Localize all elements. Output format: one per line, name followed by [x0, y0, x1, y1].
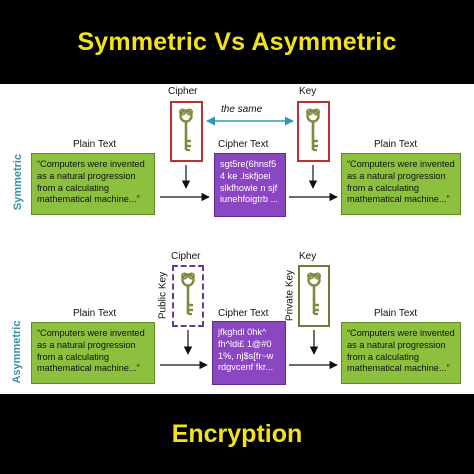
symmetric-plain-text-box-left: “Computers were invented as a natural pr…	[31, 153, 155, 215]
symmetric-cipher-text-box: sgt5re(6hnsf5 4 ke .lskfjoei slkfhowie n…	[214, 153, 286, 217]
asymmetric-key-label: Key	[299, 251, 317, 262]
asymmetric-section-label: Asymmetric	[11, 320, 23, 384]
footer-title: Encryption	[171, 419, 303, 448]
asymmetric-plain-right-label: Plain Text	[374, 308, 418, 319]
asymmetric-plain-text-box-right: “Computers were invented as a natural pr…	[341, 322, 461, 384]
asymmetric-cipher-label: Cipher	[171, 251, 201, 262]
asymmetric-cipher-text-box: jfkghdi 0hk^ fh^ldi£ 1@#0 1%, nj$s[fr~w …	[212, 321, 286, 385]
symmetric-same-label: the same	[221, 104, 263, 115]
symmetric-key-label: Key	[299, 86, 317, 97]
public-key-box	[172, 265, 204, 327]
page-title: Symmetric Vs Asymmetric	[77, 27, 397, 56]
footer-bar: Encryption	[0, 394, 474, 474]
asymmetric-plain-text-box-left: “Computers were invented as a natural pr…	[31, 322, 155, 384]
private-key-box	[298, 265, 330, 327]
asymmetric-cipher-text-label: Cipher Text	[218, 308, 269, 319]
public-key-label: Public Key	[157, 271, 169, 320]
symmetric-cipher-label: Cipher	[168, 86, 198, 97]
symmetric-section-label: Symmetric	[12, 153, 24, 211]
symmetric-plain-right-label: Plain Text	[374, 139, 418, 150]
symmetric-plain-text-box-right: “Computers were invented as a natural pr…	[341, 153, 461, 215]
symmetric-cipher-key-box	[170, 101, 203, 162]
symmetric-cipher-text-label: Cipher Text	[218, 139, 269, 150]
symmetric-key-box	[297, 101, 330, 162]
title-bar: Symmetric Vs Asymmetric	[0, 0, 474, 84]
asymmetric-plain-left-label: Plain Text	[73, 308, 117, 319]
symmetric-plain-left-label: Plain Text	[73, 139, 117, 150]
private-key-label: Private Key	[284, 269, 296, 322]
